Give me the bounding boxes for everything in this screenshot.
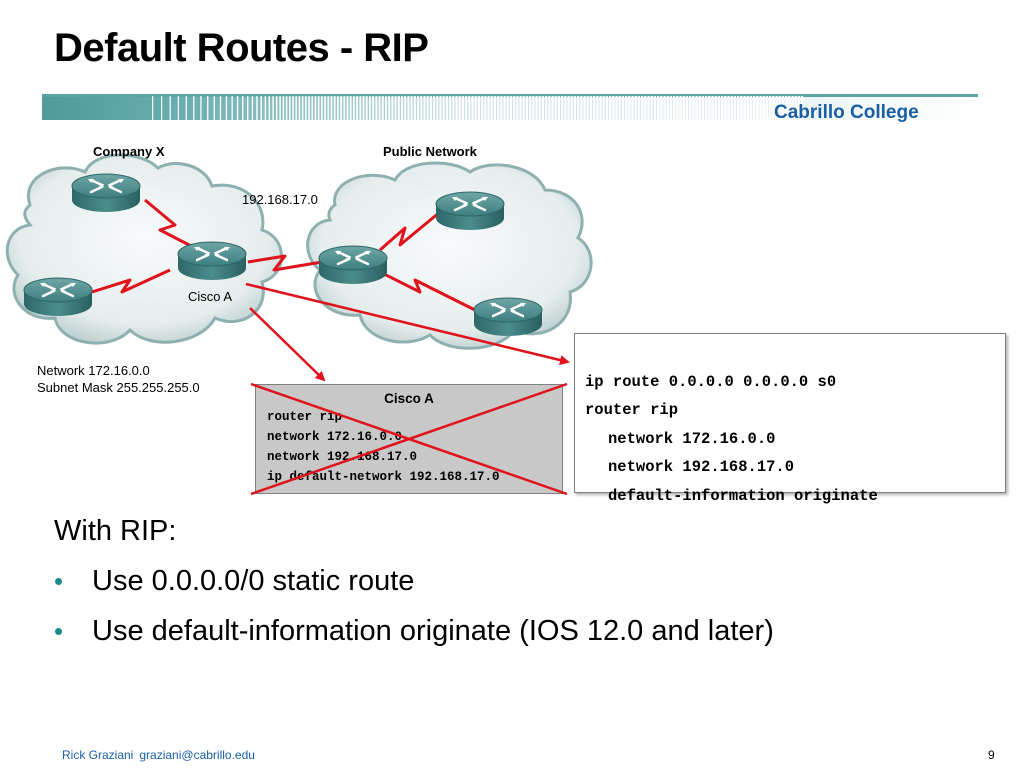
old-config-line: network 192.168.17.0 bbox=[267, 450, 418, 464]
footer: Rick Graziani graziani@cabrillo.edu bbox=[62, 748, 255, 762]
network-diagram bbox=[5, 153, 593, 382]
link-left-router bbox=[91, 268, 171, 294]
link-top-router bbox=[144, 198, 196, 250]
college-brand: Cabrillo College bbox=[774, 102, 919, 123]
config-line: network 172.16.0.0 bbox=[608, 429, 776, 448]
bullet-text: Use 0.0.0.0/0 static route bbox=[92, 565, 415, 597]
body-text: With RIP: • Use 0.0.0.0/0 static route •… bbox=[54, 512, 774, 656]
network-info: Network 172.16.0.0 Subnet Mask 255.255.2… bbox=[37, 362, 200, 396]
old-config-box: Cisco A router rip network 172.16.0.0 ne… bbox=[255, 384, 563, 494]
header-banner bbox=[42, 94, 978, 120]
bullet-icon: • bbox=[54, 616, 64, 646]
old-config-title: Cisco A bbox=[384, 391, 434, 406]
link-wan bbox=[247, 254, 323, 272]
old-config-line: router rip bbox=[267, 410, 343, 424]
company-label: Company X bbox=[93, 144, 165, 159]
config-line: default-information originate bbox=[608, 486, 878, 505]
bullet-item: • Use default-information originate (IOS… bbox=[54, 606, 774, 656]
serial-links bbox=[91, 198, 476, 312]
page-number: 9 bbox=[988, 748, 995, 762]
arrow-to-config bbox=[245, 282, 570, 365]
bullet-icon: • bbox=[54, 566, 64, 596]
link-public-top bbox=[379, 210, 441, 252]
link-network-label: 192.168.17.0 bbox=[242, 192, 318, 207]
link-public-bottom bbox=[379, 270, 476, 312]
cisco-a-router-icon bbox=[176, 240, 248, 282]
router-icon bbox=[70, 172, 142, 214]
bullet-text: Use default-information originate (IOS 1… bbox=[92, 615, 774, 647]
router-name-label: Cisco A bbox=[188, 289, 233, 304]
footer-email[interactable]: graziani@cabrillo.edu bbox=[139, 748, 255, 762]
config-line: network 192.168.17.0 bbox=[608, 458, 795, 477]
config-line: router rip bbox=[585, 401, 679, 420]
config-line: ip route 0.0.0.0 0.0.0.0 s0 bbox=[585, 372, 837, 391]
slide-title: Default Routes - RIP bbox=[54, 26, 429, 70]
config-box: ip route 0.0.0.0 0.0.0.0 s0 router rip net… bbox=[574, 333, 1006, 505]
router-icon bbox=[317, 244, 389, 286]
router-icon bbox=[22, 276, 94, 318]
subnet-mask: Subnet Mask 255.255.255.0 bbox=[37, 380, 200, 395]
arrow-to-old-config bbox=[249, 307, 326, 382]
public-network-label: Public Network bbox=[383, 144, 477, 159]
router-icon bbox=[472, 296, 544, 338]
bullet-item: • Use 0.0.0.0/0 static route bbox=[54, 556, 774, 606]
old-config-line: network 172.16.0.0 bbox=[267, 430, 403, 444]
intro-text: With RIP: bbox=[54, 515, 177, 547]
network-address: Network 172.16.0.0 bbox=[37, 363, 150, 378]
footer-author: Rick Graziani bbox=[62, 748, 134, 762]
router-icon bbox=[434, 190, 506, 232]
old-config-line: ip default-network 192.168.17.0 bbox=[267, 470, 500, 484]
